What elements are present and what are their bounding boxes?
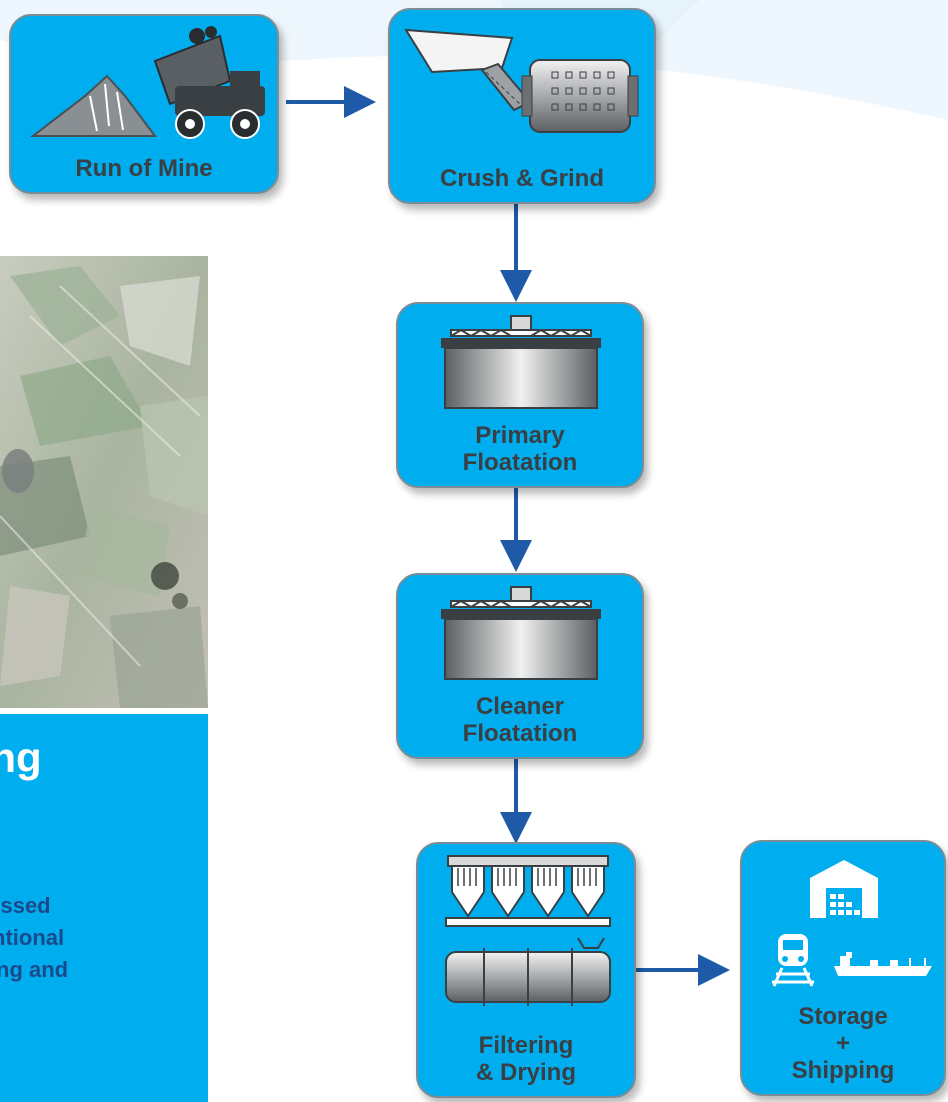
info-panel-heading: ssing: [0, 734, 42, 781]
step-cleaner-floatation: Cleaner Floatation: [396, 573, 644, 759]
step-label: Crush & Grind: [439, 165, 604, 192]
step-label-line: & Drying: [475, 1059, 576, 1086]
info-panel-body: cessed ntional ng and: [0, 890, 204, 986]
step-label: Filtering & Drying: [418, 1032, 634, 1086]
step-label-line: Primary: [475, 422, 565, 449]
train-icon: [772, 934, 814, 987]
step-filtering-and-drying: Filtering & Drying: [416, 842, 636, 1098]
step-label: Run of Mine: [75, 155, 213, 182]
info-panel-line: cessed: [0, 893, 51, 918]
ore-pile-and-haul-truck-icon: [30, 26, 265, 139]
step-run-of-mine: Run of Mine: [9, 14, 279, 194]
step-label-line: Shipping: [791, 1057, 895, 1084]
info-panel-line: ng and: [0, 957, 69, 982]
conveyor-and-ball-mill-icon: [404, 28, 639, 133]
step-label: Cleaner Floatation: [398, 693, 642, 747]
step-label: Primary Floatation: [398, 422, 642, 476]
warehouse-icon: [810, 860, 878, 918]
step-label-line: Floatation: [462, 720, 578, 747]
flotation-tank-icon: [441, 315, 601, 409]
step-label: Storage + Shipping: [742, 1003, 944, 1084]
step-label-line: Cleaner: [475, 693, 565, 720]
step-primary-floatation: Primary Floatation: [396, 302, 644, 488]
warehouse-train-ship-icon: [772, 860, 932, 987]
flotation-tank-icon: [441, 586, 601, 680]
step-storage-and-shipping: Storage + Shipping: [740, 840, 946, 1096]
step-label-line: Storage: [798, 1003, 888, 1030]
info-panel: ssing cessed ntional ng and: [0, 714, 208, 1102]
step-crush-and-grind: Crush & Grind: [388, 8, 656, 204]
ore-rock-photo: [0, 256, 208, 708]
filter-press-and-dryer-icon: [445, 855, 611, 1006]
step-label-line: Filtering: [478, 1032, 574, 1059]
step-label-line: +: [835, 1030, 850, 1057]
ship-icon: [834, 952, 932, 976]
info-panel-line: ntional: [0, 925, 65, 950]
haul-truck: [153, 26, 265, 139]
step-label-line: Floatation: [462, 449, 578, 476]
